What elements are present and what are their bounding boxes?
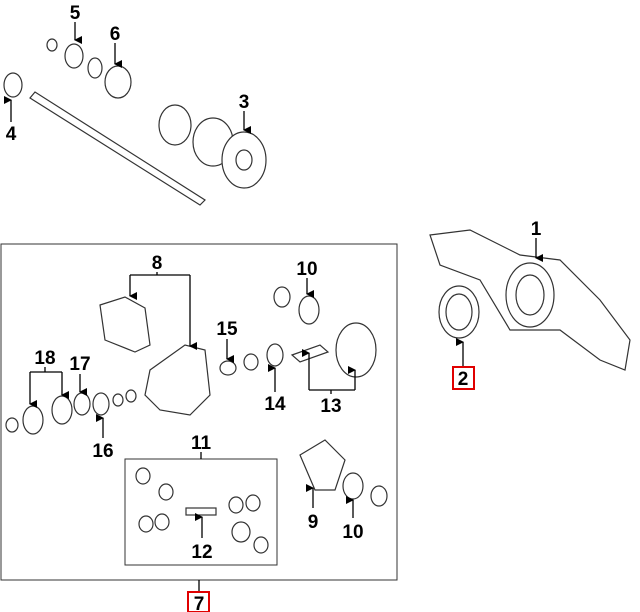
part-16-bearing[interactable] bbox=[92, 392, 110, 416]
part-shim[interactable] bbox=[370, 485, 388, 507]
callout-6[interactable]: 6 bbox=[110, 24, 121, 45]
part-nut[interactable] bbox=[5, 417, 19, 433]
part-18-flange[interactable] bbox=[22, 405, 44, 435]
part-8-carrier-cap[interactable] bbox=[99, 296, 151, 353]
leader-lines bbox=[29, 272, 356, 538]
callout-13[interactable]: 13 bbox=[320, 396, 341, 417]
callout-10-bottom[interactable]: 10 bbox=[342, 522, 363, 543]
part-13-pinion[interactable] bbox=[290, 344, 330, 363]
callout-10-top[interactable]: 10 bbox=[296, 259, 317, 280]
part-4-seal[interactable] bbox=[3, 72, 23, 98]
axle-housing[interactable] bbox=[429, 229, 631, 371]
callout-3[interactable]: 3 bbox=[239, 92, 250, 113]
gear-kit-parts bbox=[135, 467, 269, 554]
callout-8[interactable]: 8 bbox=[152, 253, 163, 274]
part-12-shaft[interactable] bbox=[185, 507, 217, 516]
callout-17[interactable]: 17 bbox=[69, 354, 90, 375]
part-seal[interactable] bbox=[273, 286, 291, 308]
callout-7[interactable]: 7 bbox=[194, 594, 205, 612]
part-ring[interactable] bbox=[87, 57, 103, 79]
part-6-retainer[interactable] bbox=[104, 65, 132, 99]
part-washer[interactable] bbox=[243, 353, 259, 371]
part-10-bearing-top[interactable] bbox=[298, 295, 320, 325]
callout-1[interactable]: 1 bbox=[531, 219, 542, 240]
callout-18[interactable]: 18 bbox=[34, 348, 55, 369]
part-13-ring-gear[interactable] bbox=[335, 322, 377, 378]
callout-15[interactable]: 15 bbox=[216, 319, 238, 340]
part-8-carrier[interactable] bbox=[144, 344, 211, 416]
highlight-box-7 bbox=[187, 591, 210, 612]
part-9-case[interactable] bbox=[299, 439, 346, 491]
callout-2[interactable]: 2 bbox=[458, 369, 469, 390]
callout-12[interactable]: 12 bbox=[191, 542, 212, 563]
part-5-washer[interactable] bbox=[46, 38, 58, 52]
callout-11[interactable]: 11 bbox=[191, 433, 212, 454]
part-18-seal[interactable] bbox=[51, 395, 73, 425]
part-15-spacer[interactable] bbox=[219, 360, 237, 376]
axle-shaft-group bbox=[3, 38, 267, 206]
differential-parts bbox=[5, 286, 388, 507]
part-10-bearing-bottom[interactable] bbox=[342, 472, 364, 500]
callout-16[interactable]: 16 bbox=[92, 441, 113, 462]
callout-5[interactable]: 5 bbox=[70, 3, 81, 24]
part-axle-shaft[interactable] bbox=[29, 91, 206, 206]
callout-14[interactable]: 14 bbox=[264, 394, 286, 415]
part-14-bearing[interactable] bbox=[266, 343, 284, 367]
callout-4[interactable]: 4 bbox=[6, 124, 17, 145]
part-17-bearing[interactable] bbox=[73, 392, 91, 416]
callout-9[interactable]: 9 bbox=[308, 512, 319, 533]
part-5-bearing[interactable] bbox=[64, 43, 84, 69]
part-plate[interactable] bbox=[158, 104, 192, 146]
highlight-box-2 bbox=[452, 366, 475, 390]
